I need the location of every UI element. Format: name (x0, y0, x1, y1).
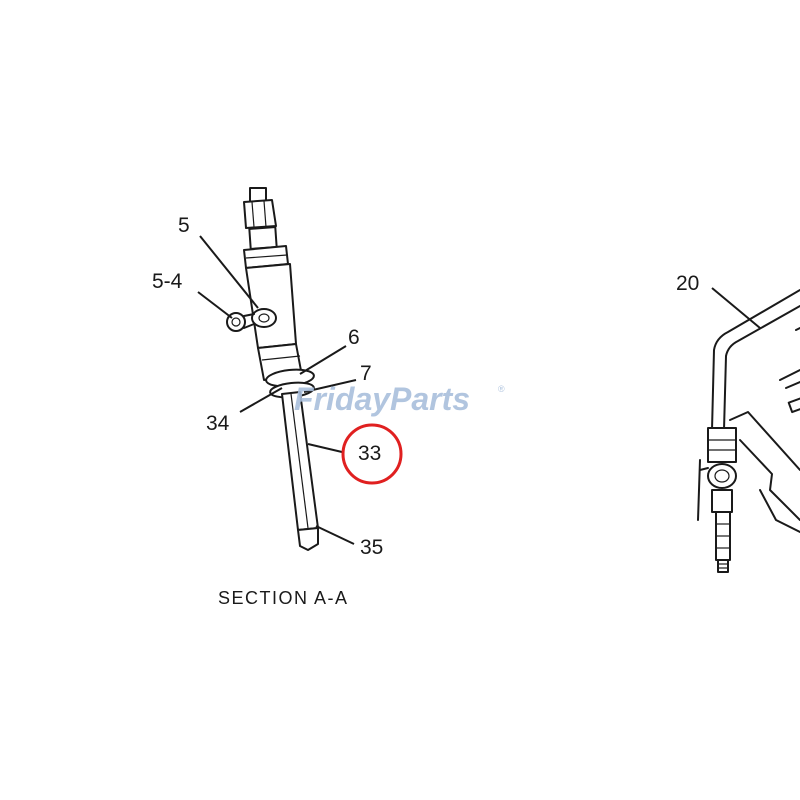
nozzle-tip (297, 527, 319, 551)
watermark: FridayParts ® (294, 381, 505, 417)
watermark-part1: Friday (294, 381, 392, 417)
watermark-registered-mark: ® (498, 384, 505, 394)
callout-34: 34 (206, 412, 230, 435)
highlight-circle (341, 423, 403, 485)
injector-top-nut (243, 199, 277, 229)
fitting-nut-upper (707, 427, 737, 463)
injector-body (245, 263, 297, 349)
callout-6: 6 (348, 326, 360, 349)
callout-7: 7 (360, 362, 372, 385)
fitting-banjo (707, 463, 737, 489)
callout-35: 35 (360, 536, 383, 559)
callout-5-4: 5-4 (152, 270, 183, 293)
callout-33: 33 (358, 442, 381, 465)
watermark-text: FridayParts (294, 381, 470, 417)
leader-lines-left (197, 235, 357, 545)
callout-5: 5 (178, 214, 190, 237)
watermark-part2: Parts (390, 381, 470, 417)
leader-20 (711, 287, 761, 329)
section-label: SECTION A-A (218, 588, 349, 608)
injector-assembly (226, 187, 319, 551)
fitting-nut-lower (711, 489, 733, 513)
callout-20: 20 (676, 272, 699, 295)
fitting-5 (251, 308, 277, 328)
injector-neck (248, 226, 278, 250)
fuel-line-assembly (697, 289, 800, 573)
